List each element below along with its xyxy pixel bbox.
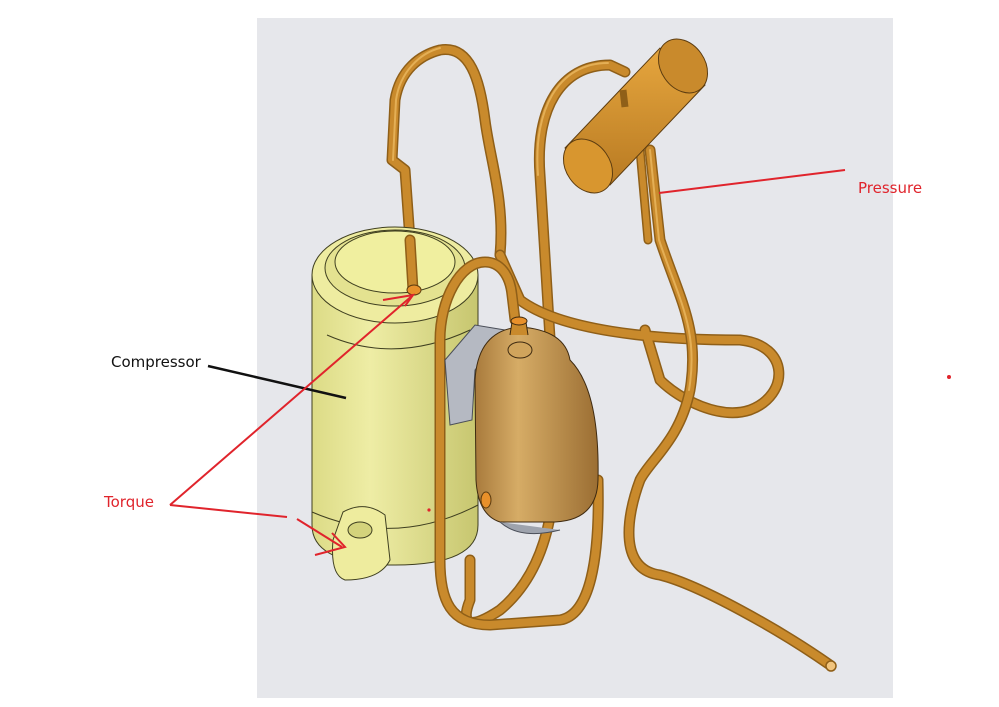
stray-mark-2 xyxy=(427,508,431,512)
accumulator-tank xyxy=(474,316,599,535)
pressure-leader-line xyxy=(658,169,846,194)
pipe-network-front xyxy=(404,234,604,631)
compressor-leader-line xyxy=(207,364,347,400)
pipe-end xyxy=(825,660,837,672)
discharge-port xyxy=(406,284,422,296)
compressor-label: Compressor xyxy=(111,353,201,371)
pressure-label: Pressure xyxy=(858,179,923,197)
muffler-cylinder xyxy=(562,38,709,194)
stray-mark xyxy=(947,375,951,379)
mounting-foot xyxy=(332,506,391,581)
torque-leader-lines xyxy=(169,293,416,556)
torque-label: Torque xyxy=(104,493,154,511)
pipe-highlights xyxy=(392,47,693,391)
